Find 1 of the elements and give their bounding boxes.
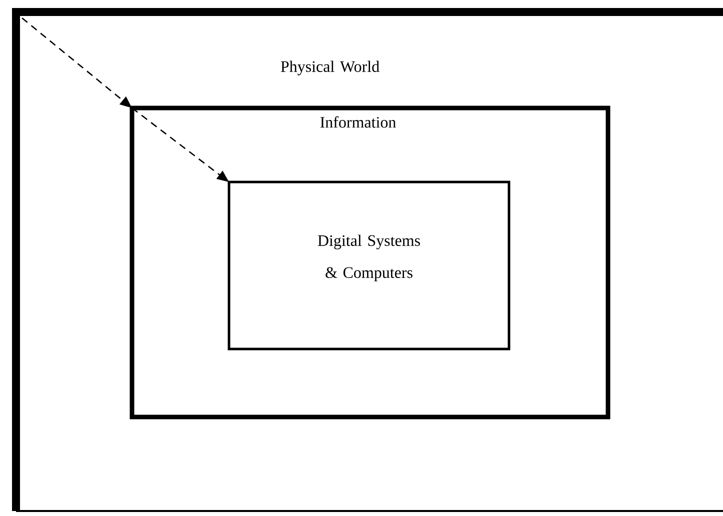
box: Digital Systems & Computers	[228, 180, 510, 350]
